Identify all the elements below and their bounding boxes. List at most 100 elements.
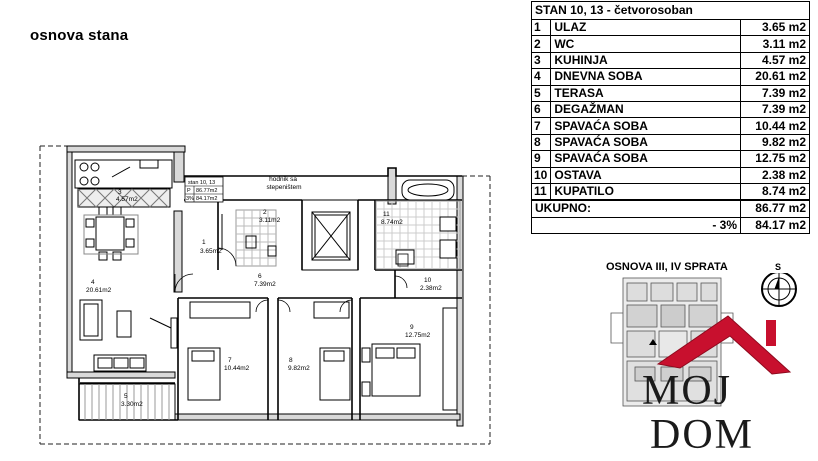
wc-fixtures — [221, 209, 277, 267]
compass-label: S — [775, 262, 782, 272]
room-name: DNEVNA SOBA — [550, 68, 741, 86]
room-name: WC — [550, 35, 741, 53]
room-label-7-num: 7 — [228, 357, 232, 364]
room-area: 10.44 m2 — [740, 117, 810, 135]
room-label-11-area: 8.74m2 — [381, 219, 403, 226]
room-label-11-num: 11 — [383, 211, 390, 218]
compass — [761, 273, 797, 307]
info-box-p-label: P — [187, 188, 191, 194]
room-area: 9.82 m2 — [740, 133, 810, 152]
bedroom-furniture — [187, 301, 458, 411]
room-labels: 1 3.65m2 2 3.11m2 3 4.57m2 4 20.61m2 5 3… — [86, 189, 442, 408]
row-number: 11 — [530, 182, 552, 201]
room-area: 8.74 m2 — [740, 182, 810, 201]
room-name: ULAZ — [550, 18, 741, 37]
room-name: SPAVAĆA SOBA — [550, 117, 741, 135]
room-area: 12.75 m2 — [740, 150, 810, 168]
info-box-p-value: 86.77m2 — [196, 188, 217, 194]
reduced-label: - 3% — [531, 216, 741, 235]
corridor-label-line1: hodnik sa — [269, 176, 297, 183]
kitchen-counter — [74, 159, 173, 208]
area-table-total-row: UKUPNO:86.77 m2 — [531, 199, 810, 218]
area-table-reduced-row: - 3%84.17 m2 — [531, 216, 810, 235]
area-table-header: STAN 10, 13 - četvorosoban — [531, 1, 810, 20]
room-label-6-num: 6 — [258, 273, 262, 280]
room-label-3-num: 3 — [118, 189, 122, 196]
row-number: 1 — [530, 18, 552, 37]
row-number: 4 — [530, 68, 552, 86]
room-name: KUPATILO — [550, 182, 741, 201]
room-area: 20.61 m2 — [740, 68, 810, 86]
info-box-r-label: 3% — [186, 196, 194, 202]
room-label-2-area: 3.11m2 — [259, 217, 281, 224]
room-label-1-num: 1 — [202, 239, 206, 246]
room-label-1-area: 3.65m2 — [200, 248, 222, 255]
room-name: TERASA — [550, 84, 741, 102]
room-label-3-area: 4.57m2 — [116, 196, 138, 203]
corridor-label: hodnik sa stepeništem — [266, 176, 301, 191]
corridor-label-line2: stepeništem — [266, 184, 301, 191]
plan-info-box: stan 10, 13 P 86.77m2 3% 84.17m2 — [184, 176, 224, 203]
dining-table — [83, 206, 139, 261]
room-label-9-area: 12.75m2 — [405, 332, 431, 339]
unit-marker — [649, 339, 657, 345]
brand-text-line1: MOJ — [642, 368, 733, 414]
bathroom-fixtures — [375, 179, 461, 270]
floor-plan: stan 10, 13 P 86.77m2 3% 84.17m2 hodnik … — [39, 145, 491, 445]
room-area: 2.38 m2 — [740, 166, 810, 184]
room-label-5-num: 5 — [124, 393, 128, 400]
total-value: 86.77 m2 — [740, 199, 810, 218]
room-name: OSTAVA — [550, 166, 741, 184]
room-label-7-area: 10.44m2 — [224, 365, 250, 372]
total-label: UKUPNO: — [531, 199, 741, 218]
room-name: SPAVAĆA SOBA — [550, 150, 741, 168]
doors — [174, 247, 409, 313]
room-area: 4.57 m2 — [740, 51, 810, 70]
row-number: 6 — [530, 100, 552, 119]
room-label-4-area: 20.61m2 — [86, 287, 112, 294]
room-label-9-num: 9 — [410, 324, 414, 331]
room-label-8-area: 9.82m2 — [288, 365, 310, 372]
row-number: 8 — [530, 133, 552, 152]
room-label-10-area: 2.38m2 — [420, 285, 442, 292]
room-label-2-num: 2 — [263, 209, 267, 216]
page-title: osnova stana — [30, 27, 129, 44]
room-area: 7.39 m2 — [740, 84, 810, 102]
room-area: 7.39 m2 — [740, 100, 810, 119]
info-box-r-value: 84.17m2 — [196, 196, 217, 202]
row-number: 3 — [530, 51, 552, 70]
terrace — [78, 383, 176, 421]
room-label-10-num: 10 — [424, 277, 432, 284]
room-area: 3.65 m2 — [740, 18, 810, 37]
room-name: KUHINJA — [550, 51, 741, 70]
room-area: 3.11 m2 — [740, 35, 810, 53]
living-furniture — [79, 299, 178, 372]
stair-core — [301, 199, 359, 271]
room-name: DEGAŽMAN — [550, 100, 741, 119]
room-name: SPAVAĆA SOBA — [550, 133, 741, 152]
row-number: 2 — [530, 35, 552, 53]
room-label-4-num: 4 — [91, 279, 95, 286]
room-label-5-area: 3.30m2 — [121, 401, 143, 408]
brand-text-line2: DOM — [650, 412, 755, 458]
row-number: 9 — [530, 150, 552, 168]
room-label-6-area: 7.39m2 — [254, 281, 276, 288]
wall-hatching — [66, 145, 464, 427]
dashed-outline — [39, 145, 491, 445]
row-number: 5 — [530, 84, 552, 102]
brand-roof-icon — [656, 315, 792, 375]
info-box-title: stan 10, 13 — [188, 180, 215, 186]
